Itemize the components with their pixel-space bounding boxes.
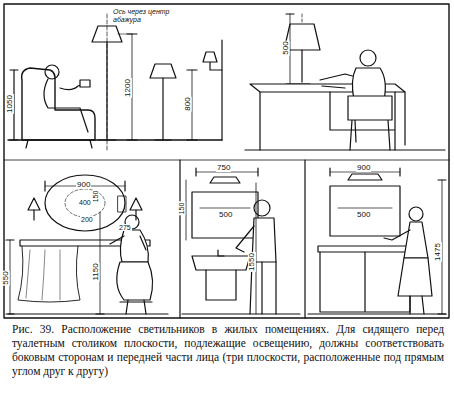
dimension-label: 1050 <box>6 94 14 114</box>
dimension-label: 200 <box>80 216 94 223</box>
dimension-label: 1150 <box>92 262 100 281</box>
axis-note: Ось через центр абажура <box>112 8 184 24</box>
dimension-label: 500 <box>218 211 233 219</box>
dimension-label: 400 <box>78 199 92 206</box>
dimension-label: 900 <box>76 181 91 189</box>
dimension-label: 1550 <box>248 252 256 272</box>
dimension-label: 750 <box>216 164 231 172</box>
dimension-label: 1475 <box>434 242 442 262</box>
dimension-label: 1200 <box>124 78 132 98</box>
dimension-label: 150 <box>93 189 100 203</box>
dimension-label: 150 <box>179 201 186 215</box>
dimension-label: 900 <box>356 164 371 172</box>
dimension-label: 800 <box>184 96 192 111</box>
dimension-label: 500 <box>282 40 290 55</box>
dimension-label: 275 <box>118 224 132 231</box>
figure-caption: Рис. 39. Расположение светильников в жил… <box>12 322 444 378</box>
dimension-label: 550 <box>2 270 10 285</box>
dimension-label: 500 <box>356 211 371 219</box>
